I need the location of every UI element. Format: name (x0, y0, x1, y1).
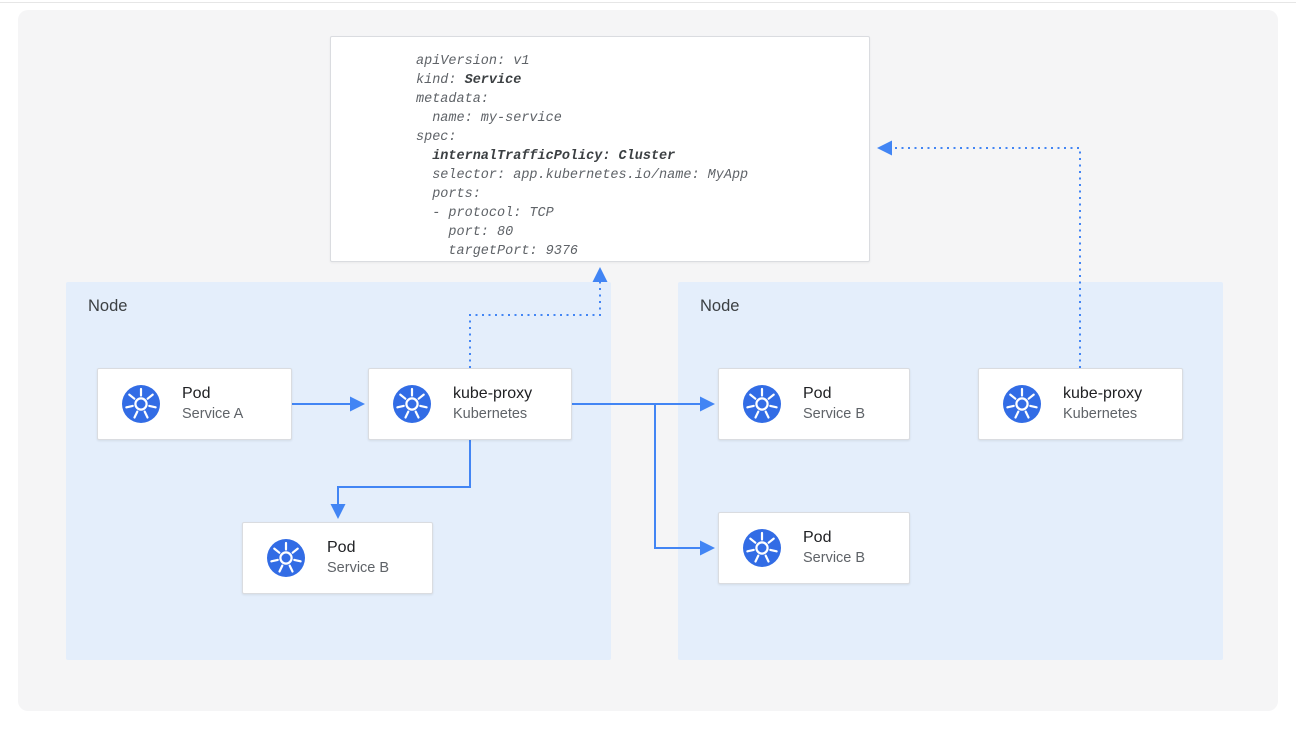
kubernetes-icon (741, 527, 783, 569)
kubernetes-icon (265, 537, 307, 579)
card-title: kube-proxy (453, 385, 533, 403)
card-title: kube-proxy (1063, 385, 1143, 403)
card-subtitle: Service B (803, 550, 866, 567)
pod-service-b-left-card: Pod Service B (242, 522, 433, 594)
kube-proxy-left-card: kube-proxy Kubernetes (368, 368, 572, 440)
card-subtitle: Service B (803, 406, 866, 423)
card-title: Pod (327, 539, 356, 557)
kube-proxy-right-card: kube-proxy Kubernetes (978, 368, 1183, 440)
pod-service-b-right-bottom-card: Pod Service B (718, 512, 910, 584)
node-right: Node (678, 282, 1223, 660)
card-subtitle: Kubernetes (1063, 406, 1138, 423)
card-subtitle: Service A (182, 406, 244, 423)
pod-service-a-card: Pod Service A (97, 368, 292, 440)
pod-service-b-right-top-card: Pod Service B (718, 368, 910, 440)
card-title: Pod (803, 529, 832, 547)
node-left-label: Node (88, 297, 128, 315)
card-title: Pod (182, 385, 211, 403)
card-title: Pod (803, 385, 832, 403)
top-divider (0, 2, 1296, 3)
card-subtitle: Kubernetes (453, 406, 528, 423)
node-right-label: Node (700, 297, 740, 315)
card-subtitle: Service B (327, 560, 390, 577)
kubernetes-icon (391, 383, 433, 425)
node-left: Node (66, 282, 611, 660)
kubernetes-icon (741, 383, 783, 425)
kubernetes-icon (1001, 383, 1043, 425)
kubernetes-icon (120, 383, 162, 425)
